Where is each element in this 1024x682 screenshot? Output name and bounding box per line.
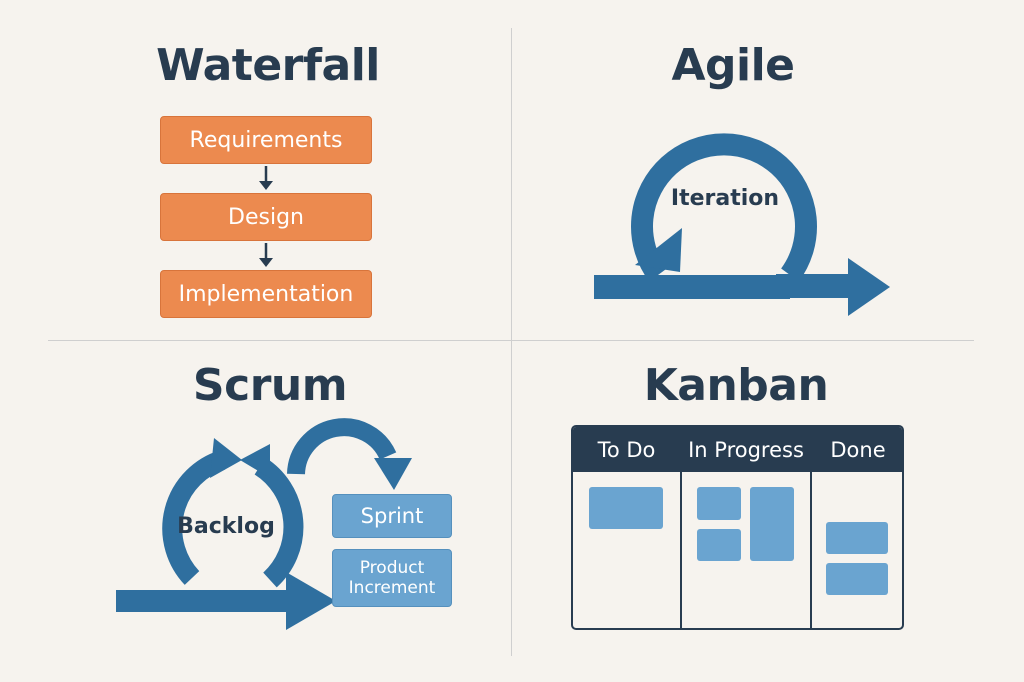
agile-iteration-label: Iteration [670,186,780,211]
kanban-card [697,487,741,520]
kanban-column-inprogress-title: In Progress [688,437,804,462]
down-arrow-icon [259,243,273,267]
kanban-card [826,522,888,554]
waterfall-step-design: Design [160,193,372,241]
scrum-loop-arrow-icon [287,418,412,490]
scrum-sprint-box: Sprint [332,494,452,538]
waterfall-step-requirements: Requirements [160,116,372,164]
waterfall-title: Waterfall [156,40,380,91]
down-arrow-icon [259,166,273,190]
kanban-card [750,487,794,561]
kanban-card [697,529,741,561]
agile-title: Agile [671,40,795,91]
kanban-column-divider [680,427,682,628]
increment-label-line1: Product [359,558,425,578]
horizontal-divider [48,340,974,341]
scrum-sprint-cycle-icon [116,438,336,630]
kanban-card [826,563,888,595]
kanban-column-todo-title: To Do [597,437,656,462]
kanban-title: Kanban [643,360,829,411]
agile-iteration-loop-icon [594,133,890,316]
kanban-board: To Do In Progress Done [571,425,904,630]
kanban-card [589,487,663,529]
vertical-divider [511,28,512,656]
scrum-backlog-label: Backlog [177,514,275,539]
scrum-title: Scrum [192,360,348,411]
increment-label-line2: Increment [348,578,436,598]
kanban-column-done-title: Done [830,437,886,462]
kanban-header [573,427,902,472]
kanban-column-divider [810,427,812,628]
waterfall-step-implementation: Implementation [160,270,372,318]
scrum-product-increment-box: Product Increment [332,549,452,607]
